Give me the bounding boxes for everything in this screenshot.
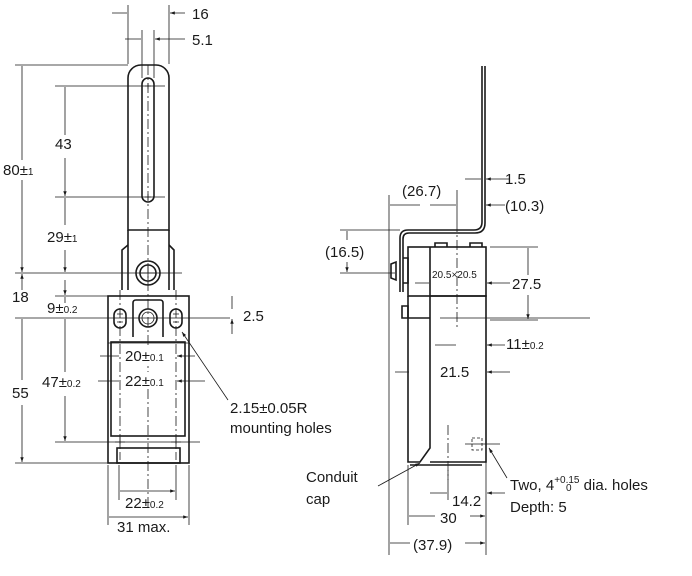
dim-lever-width: 16	[192, 6, 209, 23]
dim-body-depth-upper: 21.5	[440, 364, 469, 381]
dim-slot-width: 5.1	[192, 32, 213, 49]
dim-total-depth: (37.9)	[413, 537, 452, 554]
dim-rod-thickness: 1.5	[505, 171, 526, 188]
dim-body-height: 55	[12, 385, 29, 402]
dim-head-height: 27.5	[512, 276, 541, 293]
dim-hole-pitch-bottom: 22±0.2	[125, 495, 164, 512]
note-side-holes-1: Two, 4+0.15 dia. holes	[510, 475, 648, 494]
note-mounting-holes-1: 2.15±0.05R	[230, 400, 308, 417]
note-conduit-cap-1: Conduit	[306, 469, 359, 486]
dim-top-to-holes: 9±0.2	[47, 300, 78, 317]
dim-rod-height: (16.5)	[325, 244, 364, 261]
dim-hole-offset: 2.5	[243, 308, 264, 325]
side-view: 1.5 (26.7) (10.3) (16.5) 27.5 20.5×20.5 …	[306, 66, 648, 555]
dim-head-size: 20.5×20.5	[432, 270, 477, 281]
conduit-cap-front	[116, 447, 181, 464]
dim-body-depth: 30	[440, 510, 457, 527]
dim-hole-center-lower: 14.2	[452, 493, 481, 510]
dim-hole-pitch-vertical: 47±0.2	[42, 374, 81, 391]
note-side-holes-2: Depth: 5	[510, 499, 567, 516]
dim-hole-pitch-top-outer: 22±0.1	[125, 373, 164, 390]
dim-body-width: 31 max.	[117, 519, 170, 536]
note-side-holes-tol-minus: 0	[566, 483, 572, 494]
dim-rod-offset-left: (26.7)	[402, 183, 441, 200]
dim-pivot-to-holes: 18	[12, 289, 29, 306]
front-view: 16 5.1 80±1 43 29±1 18 9±0.2 55 47±0.2 2…	[3, 5, 332, 536]
dim-lever-length: 80±1	[3, 162, 34, 179]
note-conduit-cap-2: cap	[306, 491, 330, 508]
dim-hole-center: 11±0.2	[506, 336, 544, 353]
dim-rod-offset-right: (10.3)	[505, 198, 544, 215]
dim-slot-length: 43	[55, 136, 72, 153]
note-mounting-holes-2: mounting holes	[230, 420, 332, 437]
dim-slot-to-pivot: 29±1	[47, 229, 78, 246]
lever	[127, 64, 170, 231]
dim-hole-pitch-top: 20±0.1	[125, 348, 164, 365]
